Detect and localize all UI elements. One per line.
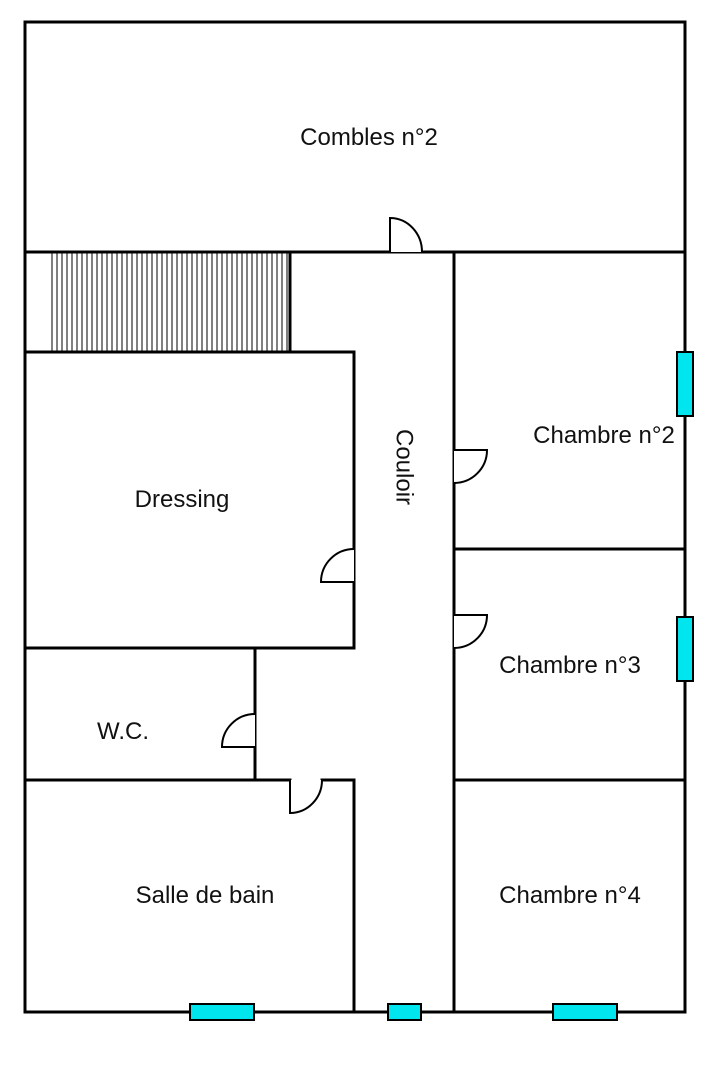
room-label-couloir: Couloir (391, 429, 418, 505)
window-chambre-4 (552, 1003, 618, 1021)
room-label-salle-de-bain: Salle de bain (136, 882, 275, 909)
door-salle-de-bain (289, 779, 323, 815)
room-label-combles: Combles n°2 (300, 124, 438, 151)
bathroom-walls (320, 778, 356, 1014)
door-combles (389, 216, 423, 253)
door-chambre-3 (453, 614, 489, 649)
windows (189, 351, 694, 1021)
door-wc (220, 713, 256, 748)
window-chambre-2 (676, 351, 694, 417)
staircase (23, 250, 292, 354)
window-chambre-3 (676, 616, 694, 682)
dressing-walls (23, 350, 356, 650)
door-chambre-2 (453, 449, 489, 484)
window-salle-de-bain (189, 1003, 255, 1021)
room-label-wc: W.C. (97, 718, 149, 745)
room-label-chambre-3: Chambre n°3 (499, 652, 641, 679)
room-label-dressing: Dressing (135, 486, 230, 513)
window-couloir (387, 1003, 422, 1021)
door-dressing (319, 548, 355, 583)
room-label-chambre-4: Chambre n°4 (499, 882, 641, 909)
room-label-chambre-2: Chambre n°2 (533, 422, 675, 449)
